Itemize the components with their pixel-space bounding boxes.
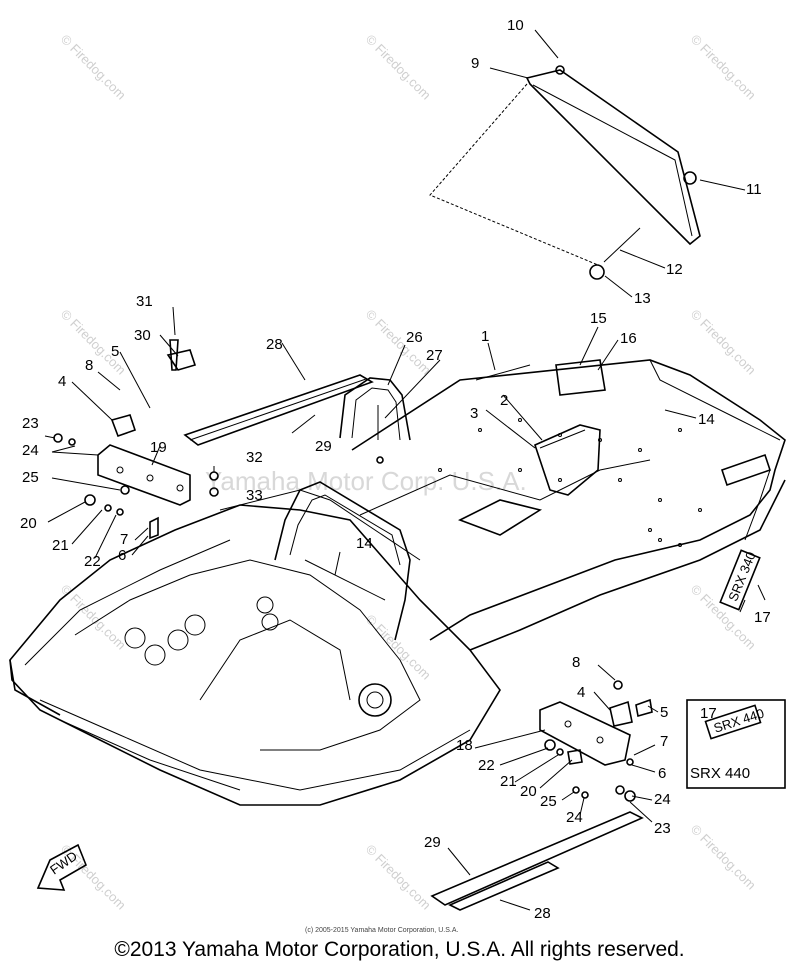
callout-labels: 10 9 11 12 13 1 2 3 14 15 16 17 17 31 30…: [20, 17, 771, 922]
callout: 18: [456, 737, 473, 754]
callout: 31: [136, 293, 153, 310]
callout: 4: [577, 684, 585, 701]
callout: 6: [658, 765, 666, 782]
callout: 15: [590, 310, 607, 327]
leader-lines: [44, 29, 766, 911]
callout: 28: [266, 336, 283, 353]
callout: 24: [654, 791, 671, 808]
callout: 17: [700, 705, 717, 722]
callout: 5: [111, 343, 119, 360]
callout: 10: [507, 17, 524, 34]
watermark-text: © Firedog.com: [688, 32, 759, 103]
callout: 27: [426, 347, 443, 364]
callout: 29: [315, 438, 332, 455]
callout: 14: [356, 535, 373, 552]
srx440-large-label: SRX 440: [690, 765, 750, 782]
left-bracket-assembly: [53, 339, 219, 540]
callout: 24: [22, 442, 39, 459]
callout: 25: [22, 469, 39, 486]
callout: 11: [746, 181, 762, 198]
windshield: [429, 65, 701, 280]
callout: 23: [654, 820, 671, 837]
seat-rail-lower: [430, 811, 644, 911]
callout: 29: [424, 834, 441, 851]
callout: 6: [118, 547, 126, 564]
callout: 12: [666, 261, 683, 278]
callout: 9: [471, 55, 479, 72]
callout: 13: [634, 290, 651, 307]
callout: 23: [22, 415, 39, 432]
callout: 24: [566, 809, 583, 826]
callout: 30: [134, 327, 151, 344]
seat-rail-upper: [183, 374, 374, 446]
callout: 2: [500, 392, 508, 409]
callout: 32: [246, 449, 263, 466]
callout: 21: [500, 773, 517, 790]
callout: 21: [52, 537, 69, 554]
callout: 33: [246, 487, 263, 504]
center-bracket: [534, 424, 601, 496]
copyright-notice: ©2013 Yamaha Motor Corporation, U.S.A. A…: [114, 938, 685, 961]
callout: 4: [58, 373, 66, 390]
callout: 26: [406, 329, 423, 346]
watermark-text: © Firedog.com: [363, 307, 434, 378]
watermark-text: © Firedog.com: [58, 32, 129, 103]
callout: 20: [20, 515, 37, 532]
callout: 3: [470, 405, 478, 422]
callout: 25: [540, 793, 557, 810]
watermark-text: © Firedog.com: [363, 842, 434, 913]
right-bracket-assembly: [539, 680, 653, 802]
callout: 19: [150, 439, 167, 456]
callout: 8: [85, 357, 93, 374]
callout: 28: [534, 905, 551, 922]
callout: 7: [120, 531, 128, 548]
callout: 8: [572, 654, 580, 671]
callout: 1: [481, 328, 489, 345]
watermark-layer: © Firedog.com © Firedog.com © Firedog.co…: [58, 32, 759, 913]
callout: 22: [478, 757, 495, 774]
callout: 17: [754, 609, 771, 626]
callout: 5: [660, 704, 668, 721]
watermark-text: © Firedog.com: [688, 307, 759, 378]
callout: 7: [660, 733, 668, 750]
watermark-text: © Firedog.com: [363, 612, 434, 683]
callout: 22: [84, 553, 101, 570]
snowmobile-frame: [9, 359, 786, 806]
watermark-text: © Firedog.com: [363, 32, 434, 103]
callout: 14: [698, 411, 715, 428]
fine-print: (c) 2005-2015 Yamaha Motor Corporation, …: [305, 927, 458, 934]
grab-handle: [339, 377, 411, 464]
watermark-text: © Firedog.com: [688, 582, 759, 653]
watermark-text: © Firedog.com: [688, 822, 759, 893]
srx-340-decal: SRX 340: [719, 549, 761, 611]
callout: 20: [520, 783, 537, 800]
callout: 16: [620, 330, 637, 347]
